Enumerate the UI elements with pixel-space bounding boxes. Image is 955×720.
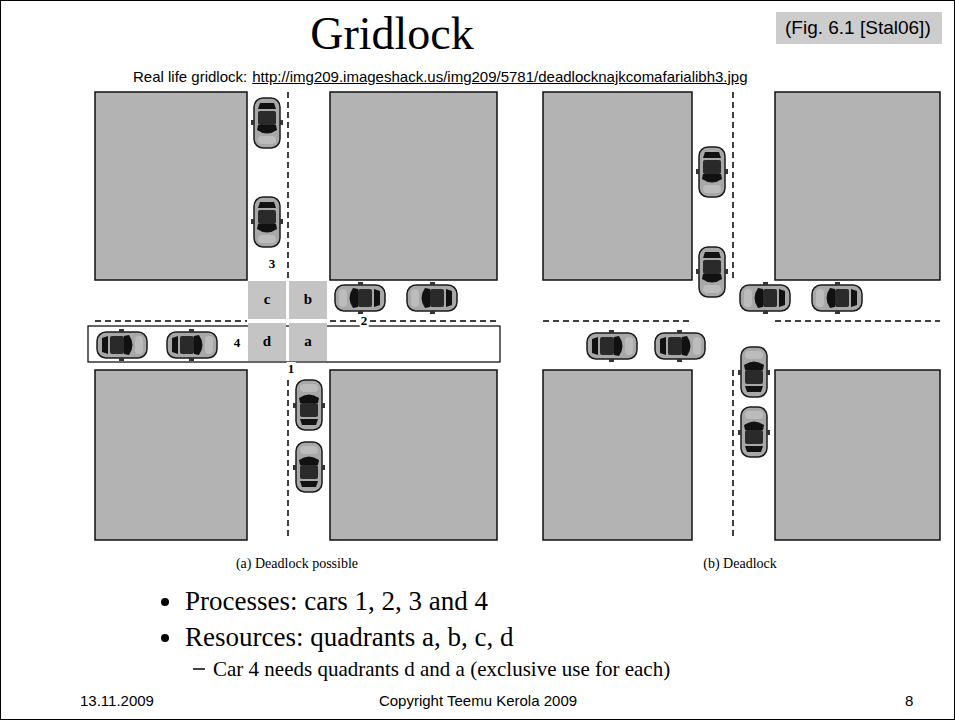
bullet-dot: [161, 634, 169, 642]
city-block: [775, 370, 940, 540]
lane-divider: [330, 320, 497, 322]
subfigure-caption: (b) Deadlock: [703, 556, 776, 572]
callout-number: 1: [287, 362, 296, 377]
car: [696, 147, 728, 197]
city-block: [543, 92, 692, 280]
lane-divider: [287, 92, 289, 280]
city-block: [95, 92, 247, 280]
page-number: 8: [905, 692, 913, 709]
car: [655, 330, 705, 362]
car: [587, 330, 637, 362]
subfigure-caption: (a) Deadlock possible: [236, 556, 358, 572]
city-block: [95, 370, 247, 540]
lane-divider: [95, 320, 247, 322]
city-block: [330, 370, 497, 540]
city-block: [775, 92, 940, 280]
figure-reference-box: (Fig. 6.1 [Stal06]): [776, 12, 942, 44]
bullet-dot: [161, 598, 169, 606]
car: [293, 442, 325, 492]
bullet-dash: [193, 668, 205, 670]
car: [251, 98, 283, 148]
intersection-right: [543, 92, 940, 540]
sub-bullet-text: Car 4 needs quadrants d and a (exclusive…: [213, 657, 670, 681]
lane-divider: [543, 320, 692, 322]
link-caption: Real life gridlock:: [133, 68, 247, 85]
lane-divider: [287, 370, 289, 540]
city-block: [543, 370, 692, 540]
lane-divider: [732, 370, 734, 540]
car: [251, 197, 283, 247]
footer-copyright: Copyright Teemu Kerola 2009: [379, 692, 577, 709]
car: [738, 347, 770, 397]
quadrant-letter: b: [304, 291, 312, 308]
slide-title: Gridlock: [310, 8, 474, 61]
city-block: [330, 92, 497, 280]
callout-number: 4: [233, 336, 242, 351]
footer-date: 13.11.2009: [80, 692, 154, 709]
quadrant-letter: a: [304, 333, 312, 350]
intersection-left: [88, 92, 500, 540]
quadrant-square: a: [289, 323, 327, 361]
car: [738, 407, 770, 457]
bullet-text: Processes: cars 1, 2, 3 and 4: [185, 586, 488, 617]
bullet-text: Resources: quadrants a, b, c, d: [185, 622, 513, 653]
car: [696, 247, 728, 297]
car: [812, 282, 862, 314]
quadrant-square: b: [289, 281, 327, 319]
car: [407, 282, 457, 314]
car: [97, 329, 147, 361]
quadrant-square: d: [248, 323, 286, 361]
car: [167, 329, 217, 361]
figure-reference: (Fig. 6.1 [Stal06]): [785, 17, 933, 39]
callout-number: 2: [360, 314, 369, 329]
car: [293, 380, 325, 430]
link-url: http://img209.imageshack.us/img209/5781/…: [252, 68, 747, 85]
quadrant-letter: d: [263, 333, 271, 350]
quadrant-square: c: [248, 281, 286, 319]
car: [335, 282, 385, 314]
lane-divider: [775, 320, 940, 322]
lane-divider: [732, 92, 734, 280]
car: [740, 282, 790, 314]
quadrant-letter: c: [264, 291, 271, 308]
callout-number: 3: [268, 257, 277, 272]
